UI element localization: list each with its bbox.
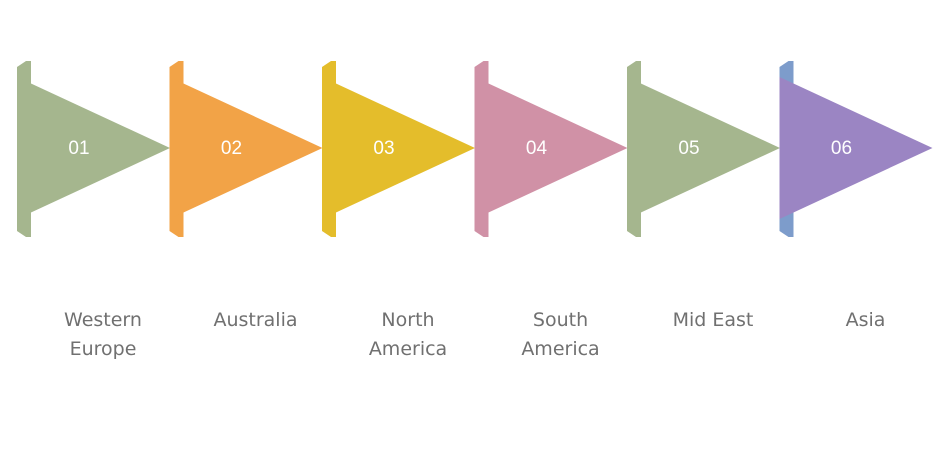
arrow-triangle: [474, 77, 628, 219]
step-number: 04: [526, 138, 548, 159]
step-number: 05: [678, 138, 699, 159]
arrow-triangle: [322, 77, 475, 219]
arrow-triangle: [17, 77, 170, 219]
step-arrow-05: 05: [627, 61, 780, 237]
step-arrow-03: 03: [322, 61, 475, 237]
step-number: 03: [373, 138, 394, 159]
arrow-triangle: [169, 77, 323, 219]
arrow-triangle: [627, 77, 780, 219]
step-arrow-06: 06: [779, 61, 933, 237]
arrow-shapes: 01 02 03 04 05 06: [17, 61, 933, 237]
arrow-triangle: [779, 77, 933, 219]
step-number: 02: [221, 138, 242, 159]
step-number: 06: [831, 138, 852, 159]
step-number: 01: [68, 138, 89, 159]
step-arrow-04: 04: [474, 61, 628, 237]
step-arrow-01: 01: [17, 61, 170, 237]
step-arrow-02: 02: [169, 61, 323, 237]
